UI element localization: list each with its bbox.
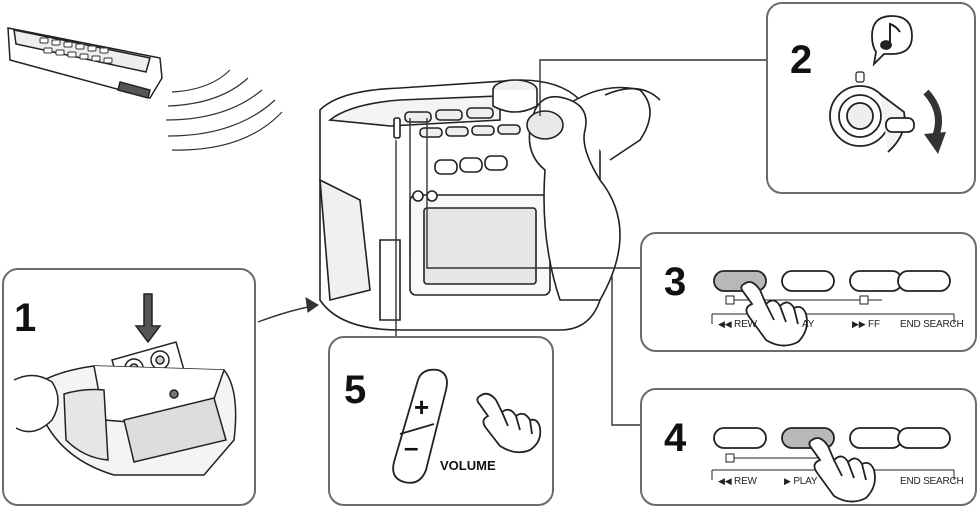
infrared-waves [166, 70, 282, 150]
panel-step-4: 4 ◀◀ REW ▶ PLAY END SEARCH [640, 388, 977, 506]
rew-icon: ◀◀ [718, 319, 731, 329]
rew-label: ◀◀ REW [718, 319, 757, 330]
end-search-label: END SEARCH [900, 319, 964, 330]
rew-icon: ◀◀ [718, 476, 731, 486]
cassette-insertion-illustration [4, 270, 258, 508]
vtr-buttons-illustration-4 [642, 390, 977, 508]
volume-illustration [330, 338, 556, 508]
play-text: PLAY [793, 476, 817, 487]
panel-step-1: 1 [2, 268, 256, 506]
ff-label: ▶▶ FF [852, 319, 880, 330]
music-note-icon [872, 16, 912, 64]
panel-step-5: 5 + – VOLUME [328, 336, 554, 506]
rew-text: REW [734, 476, 757, 487]
volume-minus-sign: – [404, 434, 418, 460]
rew-text: REW [734, 319, 757, 330]
rew-label: ◀◀ REW [718, 476, 757, 487]
end-search-label: END SEARCH [900, 476, 964, 487]
camcorder [320, 80, 660, 330]
panel-step-2: 2 [766, 2, 976, 194]
volume-label: VOLUME [440, 458, 496, 473]
vtr-buttons-illustration-3 [642, 234, 977, 354]
ff-text: FF [868, 319, 880, 330]
play-icon: ▶ [784, 476, 791, 486]
ff-icon: ▶▶ [852, 319, 865, 329]
play-label-partial: AY [802, 319, 814, 330]
power-dial-illustration [768, 4, 977, 196]
volume-plus-sign: + [414, 394, 429, 420]
pointing-hand-icon [477, 394, 540, 453]
remote-commander [8, 28, 162, 98]
arrow-head [306, 298, 318, 312]
play-label: ▶ PLAY [784, 476, 817, 487]
panel-step-3: 3 ◀◀ REW AY ▶▶ FF END SEARCH [640, 232, 977, 352]
